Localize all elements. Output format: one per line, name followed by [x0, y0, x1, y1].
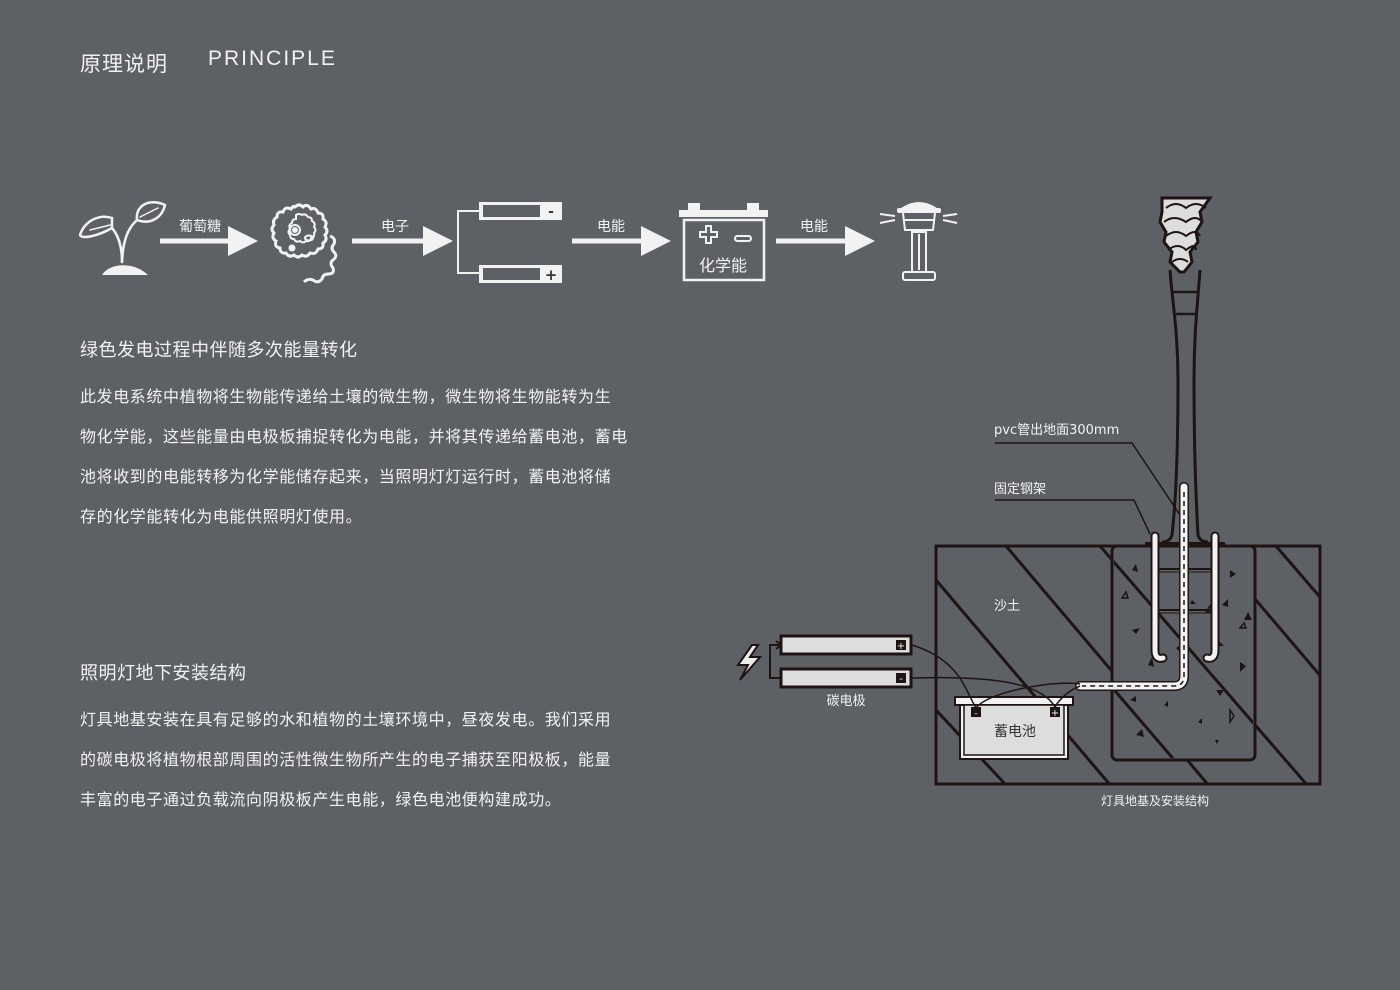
- lamp-pole: [1145, 196, 1225, 546]
- arrow-label: 电能: [800, 219, 828, 235]
- body-line: 的碳电极将植物根部周围的活性微生物所产生的电子捕获至阳极板，能量: [80, 750, 612, 769]
- section-title-energy-conversion: 绿色发电过程中伴随多次能量转化: [80, 340, 358, 361]
- lightning-icon: [736, 644, 763, 681]
- page-title-cn: 原理说明: [80, 52, 168, 76]
- label-carbon-electrode: 碳电极: [826, 694, 865, 709]
- body-line: 存的化学能转化为电能供照明灯使用。: [80, 507, 363, 526]
- arrow-label: 电能: [597, 219, 625, 235]
- diagram-caption: 灯具地基及安装结构: [1101, 793, 1209, 808]
- arrow-label: 葡萄糖: [179, 219, 221, 235]
- storage-battery: [954, 696, 1074, 760]
- label-soil: 沙土: [994, 599, 1020, 614]
- page-title-en: PRINCIPLE: [208, 47, 337, 70]
- battery-minus-terminal: -: [974, 709, 977, 719]
- battery-icon: [679, 203, 768, 282]
- street-lamp-icon: [879, 202, 958, 281]
- electrode-plus-terminal: +: [897, 641, 905, 652]
- concrete-aggregate: [1130, 564, 1252, 744]
- wires: [911, 644, 1081, 709]
- microbe-icon: [270, 203, 338, 284]
- section-body-energy-conversion: 此发电系统中植物将生物能传递给土壤的微生物，微生物将生物能转为生 物化学能，这些…: [80, 377, 670, 537]
- body-line: 此发电系统中植物将生物能传递给土壤的微生物，微生物将生物能转为生: [80, 387, 612, 406]
- section-body-installation: 灯具地基安装在具有足够的水和植物的土壤环境中，昼夜发电。我们采用 的碳电极将植物…: [80, 700, 670, 820]
- callout-lines: [995, 442, 1181, 535]
- electrode-plus-sign: +: [545, 266, 558, 284]
- label-steel-frame: 固定钢架: [994, 482, 1046, 497]
- body-line: 灯具地基安装在具有足够的水和植物的土壤环境中，昼夜发电。我们采用: [80, 710, 612, 729]
- carbon-electrodes: [769, 634, 913, 689]
- body-line: 物化学能，这些能量由电极板捕捉转化为电能，并将其传递给蓄电池，蓄电: [80, 427, 628, 446]
- pvc-tube: [1075, 482, 1189, 691]
- body-line: 丰富的电子通过负载流向阴极板产生电能，绿色电池便构建成功。: [80, 790, 562, 809]
- body-line: 池将收到的电能转移为化学能储存起来，当照明灯灯运行时，蓄电池将储: [80, 467, 612, 486]
- battery-plus-terminal: +: [1051, 708, 1059, 719]
- battery-label: 化学能: [699, 256, 747, 275]
- section-title-installation: 照明灯地下安装结构: [80, 663, 247, 684]
- electrode-minus-sign: -: [548, 204, 554, 220]
- electrode-plates-icon: [457, 202, 562, 283]
- plant-sprout-icon: [78, 201, 167, 275]
- steel-frame: [1150, 531, 1220, 663]
- arrow-label: 电子: [381, 219, 409, 235]
- label-storage-battery: 蓄电池: [994, 724, 1036, 740]
- label-pvc: pvc管出地面300mm: [994, 423, 1119, 438]
- electrode-minus-terminal: -: [899, 674, 903, 685]
